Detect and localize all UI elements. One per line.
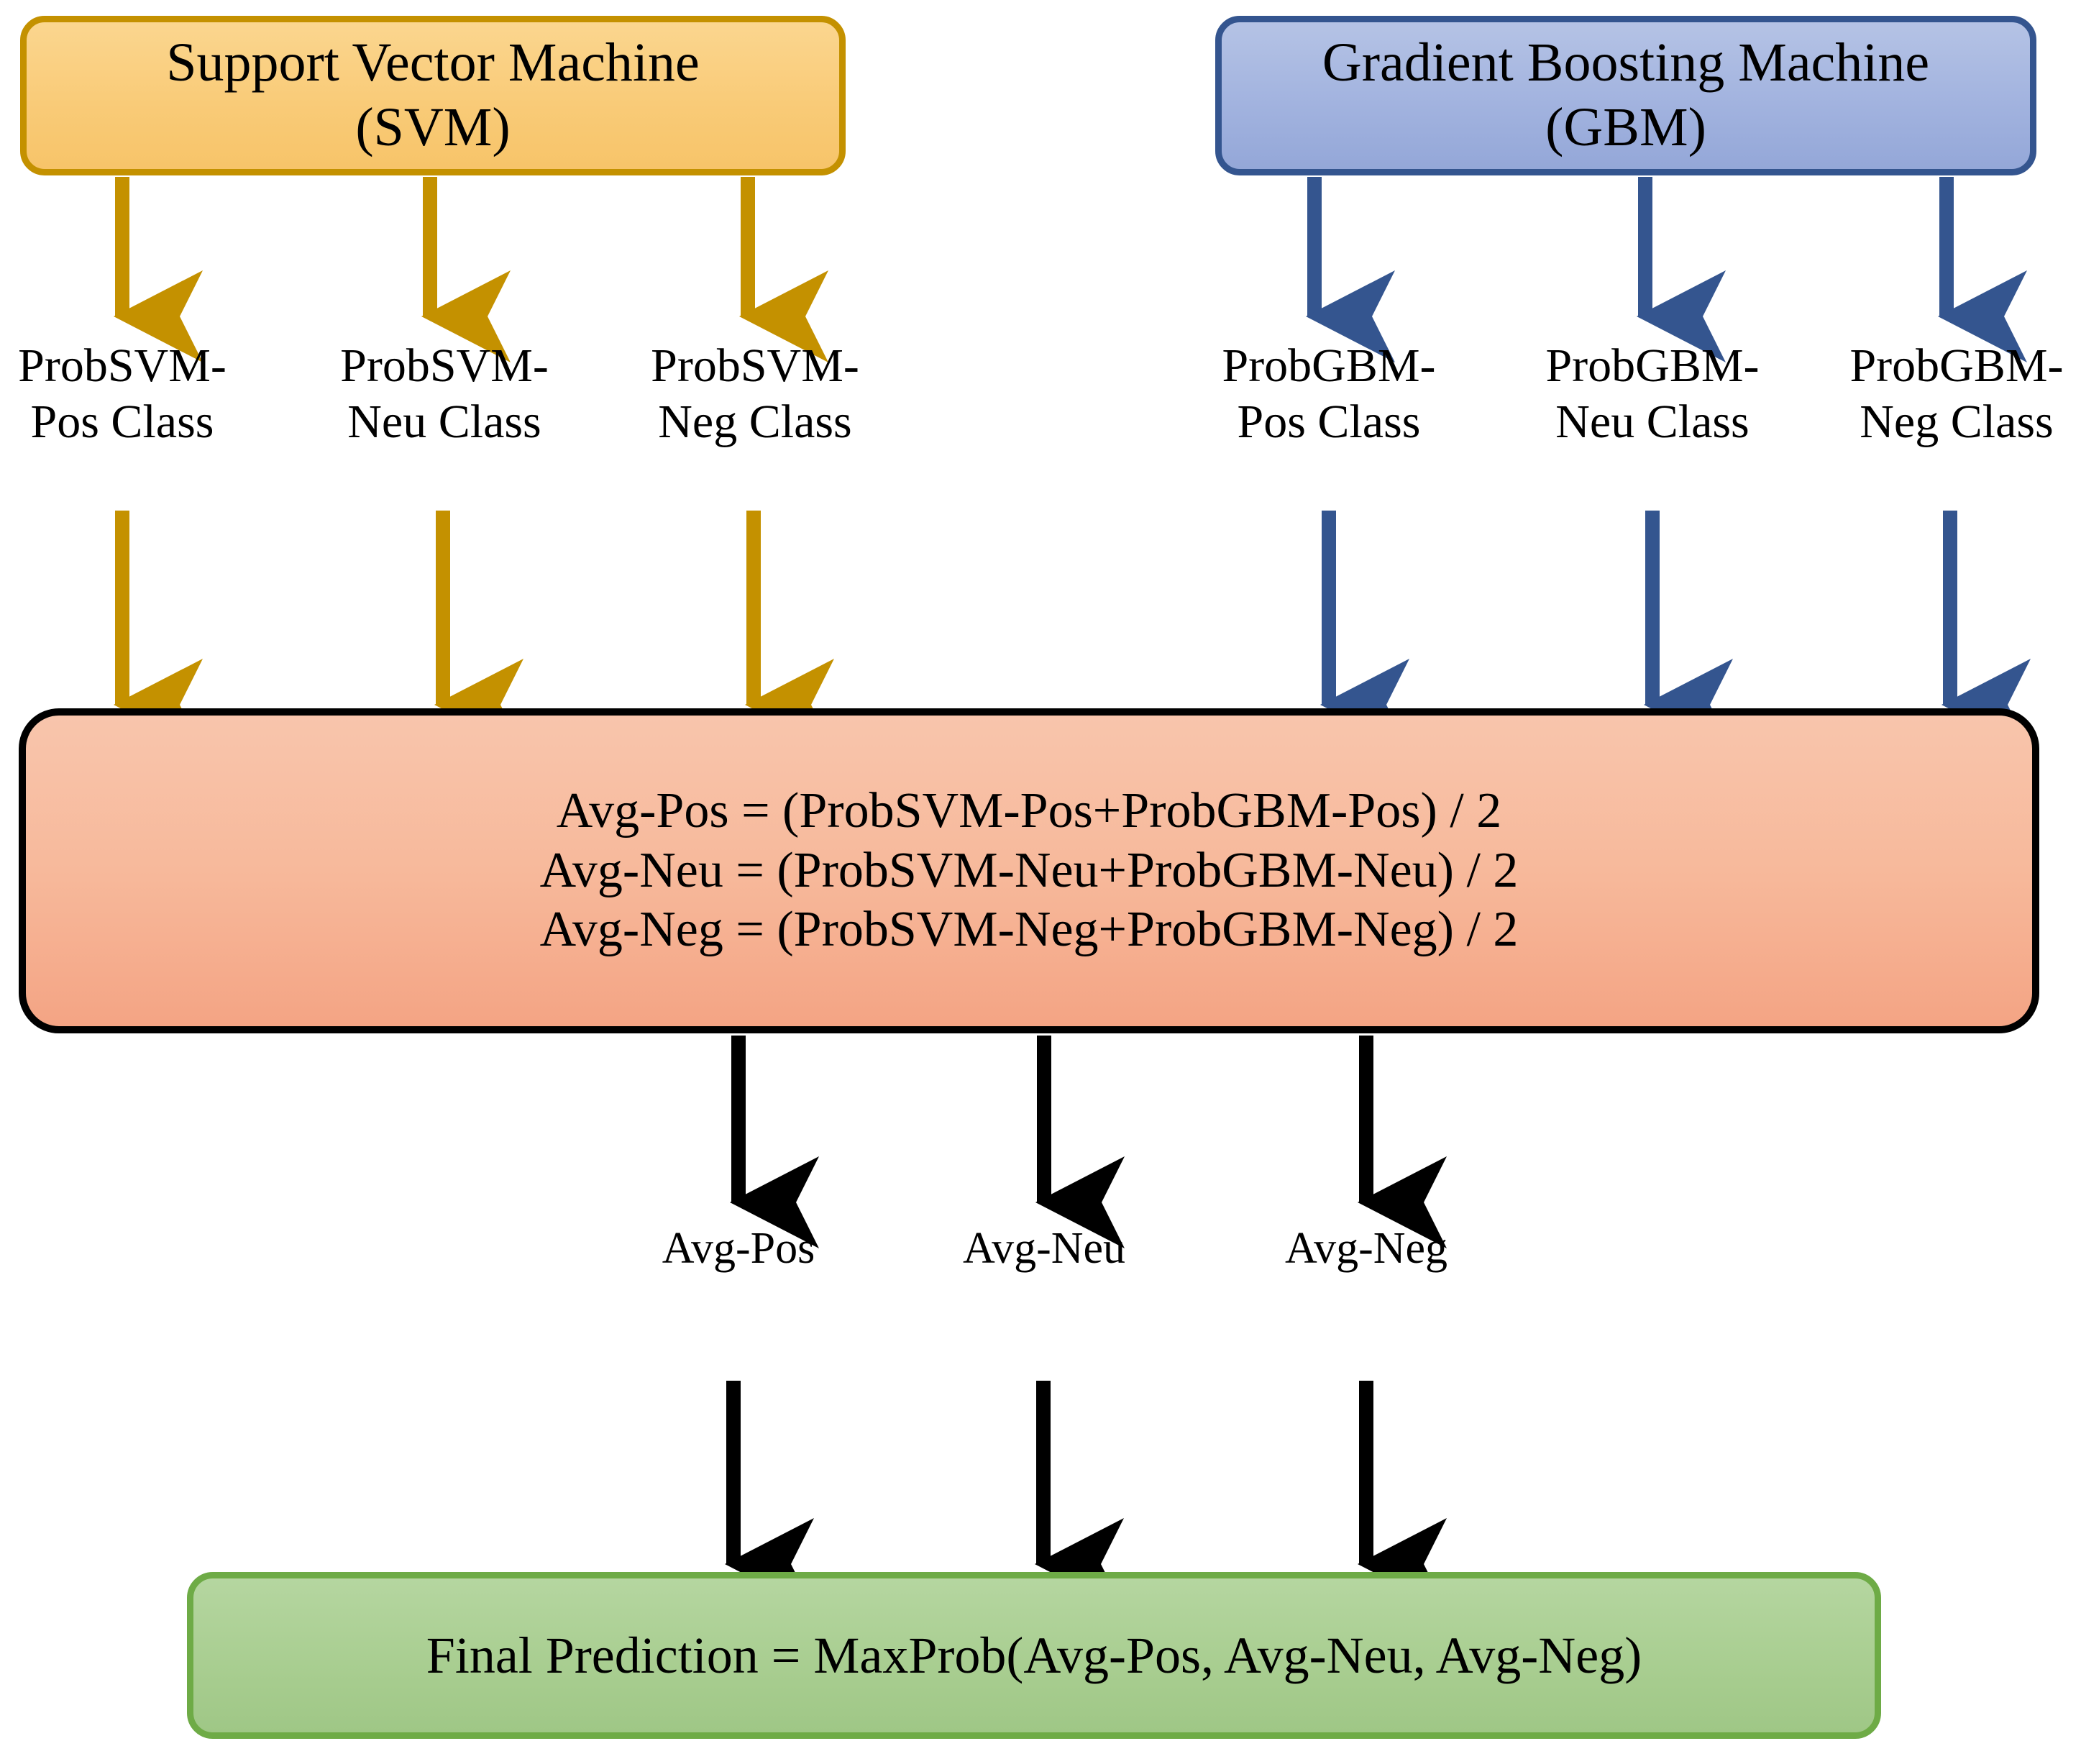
node-svm-label: Support Vector Machine (SVM) [166,32,700,157]
final-prediction-label: Final Prediction = MaxProb(Avg-Pos, Avg-… [426,1626,1642,1684]
label-probsvm-pos: ProbSVM- Pos Class [18,339,227,448]
avg-formula-pos: Avg-Pos = (ProbSVM-Pos+ProbGBM-Pos) / 2 [556,783,1502,839]
label-probgbm-pos: ProbGBM- Pos Class [1222,339,1436,448]
node-probability-averaging[interactable]: Avg-Pos = (ProbSVM-Pos+ProbGBM-Pos) / 2 … [19,708,2039,1033]
node-support-vector-machine[interactable]: Support Vector Machine (SVM) [20,16,846,175]
label-probsvm-neu: ProbSVM- Neu Class [340,339,549,448]
label-avg-neg: Avg-Neg [1284,1224,1448,1273]
label-probgbm-neu: ProbGBM- Neu Class [1545,339,1760,448]
avg-formula-neg: Avg-Neg = (ProbSVM-Neg+ProbGBM-Neg) / 2 [539,902,1519,958]
label-avg-neu: Avg-Neu [962,1224,1126,1273]
label-probsvm-neg: ProbSVM- Neg Class [651,339,859,448]
node-final-prediction[interactable]: Final Prediction = MaxProb(Avg-Pos, Avg-… [187,1572,1881,1739]
label-probgbm-neg: ProbGBM- Neg Class [1849,339,2064,448]
avg-formula-neu: Avg-Neu = (ProbSVM-Neu+ProbGBM-Neu) / 2 [539,842,1519,898]
node-gradient-boosting-machine[interactable]: Gradient Boosting Machine (GBM) [1215,16,2036,175]
label-avg-pos: Avg-Pos [662,1224,815,1273]
node-gbm-label: Gradient Boosting Machine (GBM) [1322,32,1930,157]
